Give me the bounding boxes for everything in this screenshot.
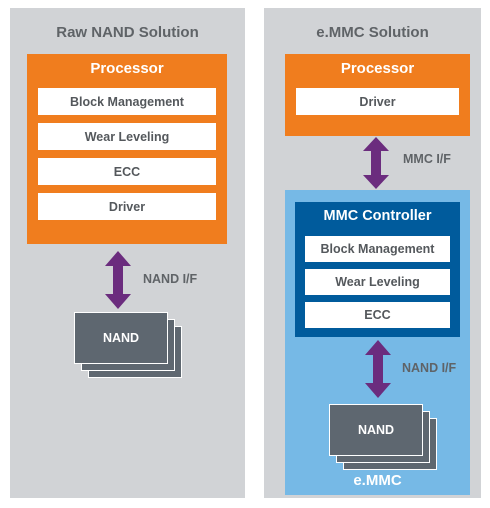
right-nand-if-arrow-icon bbox=[365, 340, 391, 398]
right-nand-label: NAND bbox=[357, 423, 395, 437]
left-nand-if-label: NAND I/F bbox=[143, 272, 198, 286]
emmc-package: MMC Controller Block Management Wear Lev… bbox=[285, 190, 470, 495]
left-nand-chip: NAND bbox=[74, 312, 168, 364]
left-ecc: ECC bbox=[38, 158, 216, 185]
right-nand-if-label: NAND I/F bbox=[402, 361, 457, 375]
emmc-solution-title: e.MMC Solution bbox=[316, 24, 429, 41]
raw-nand-panel: Raw NAND Solution Processor Block Manage… bbox=[10, 8, 245, 498]
right-block-management: Block Management bbox=[305, 236, 450, 262]
left-driver: Driver bbox=[38, 193, 216, 220]
left-nand-if-arrow-icon bbox=[105, 251, 131, 309]
right-processor-title: Processor bbox=[340, 60, 415, 77]
raw-nand-title: Raw NAND Solution bbox=[56, 24, 199, 41]
right-wear-leveling: Wear Leveling bbox=[305, 269, 450, 295]
mmc-controller-box: MMC Controller Block Management Wear Lev… bbox=[295, 202, 460, 337]
right-processor-box: Processor Driver bbox=[285, 54, 470, 136]
mmc-if-label: MMC I/F bbox=[403, 152, 451, 166]
left-nand-label: NAND bbox=[102, 331, 140, 345]
left-processor-title: Processor bbox=[90, 60, 164, 77]
right-driver: Driver bbox=[296, 88, 459, 115]
right-nand-chip: NAND bbox=[329, 404, 423, 456]
left-processor-box: Processor Block Management Wear Leveling… bbox=[27, 54, 227, 244]
left-wear-leveling: Wear Leveling bbox=[38, 123, 216, 150]
mmc-if-arrow-icon bbox=[363, 137, 389, 189]
left-block-management: Block Management bbox=[38, 88, 216, 115]
emmc-package-label: e.MMC bbox=[353, 472, 402, 489]
mmc-controller-title: MMC Controller bbox=[323, 208, 432, 224]
right-ecc: ECC bbox=[305, 302, 450, 328]
emmc-solution-panel: e.MMC Solution Processor Driver MMC I/F … bbox=[264, 8, 481, 498]
